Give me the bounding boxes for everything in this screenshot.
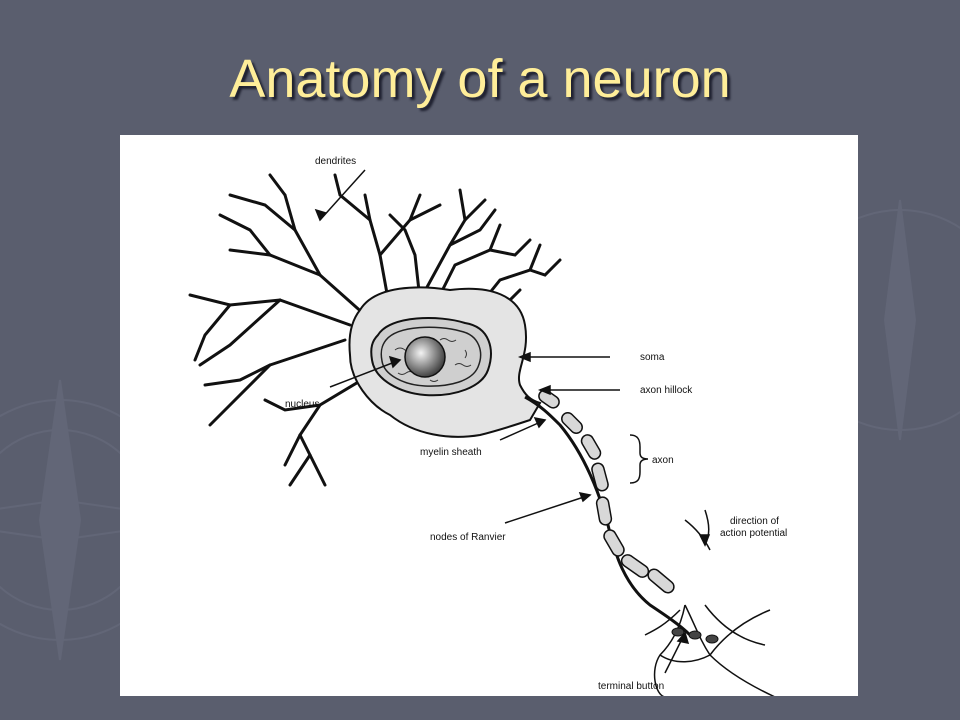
label-axon-hillock: axon hillock bbox=[640, 385, 693, 396]
label-nodes-of-ranvier: nodes of Ranvier bbox=[430, 532, 506, 543]
nucleus-region bbox=[370, 317, 492, 397]
neuron-diagram: dendrites soma axon hillock nucleus myel… bbox=[188, 156, 787, 696]
label-terminal-button: terminal button bbox=[598, 681, 664, 692]
slide-title: Anatomy of a neuron bbox=[229, 49, 731, 109]
myelin-sheath-segments bbox=[538, 389, 675, 594]
label-direction-line1: direction of bbox=[730, 516, 779, 527]
axon-brace bbox=[629, 434, 649, 484]
label-dendrites: dendrites bbox=[315, 156, 356, 167]
nucleus bbox=[404, 336, 446, 378]
label-myelin-sheath: myelin sheath bbox=[420, 447, 482, 458]
direction-arrow bbox=[684, 519, 711, 551]
neuron-diagram-panel: dendrites soma axon hillock nucleus myel… bbox=[120, 135, 858, 696]
terminal-buttons bbox=[671, 627, 719, 644]
label-direction-line2: action potential bbox=[720, 528, 787, 539]
label-axon: axon bbox=[652, 455, 674, 466]
axon-terminals bbox=[644, 604, 775, 696]
pointer-lines bbox=[314, 169, 711, 674]
dendrites bbox=[188, 173, 562, 487]
label-nucleus: nucleus bbox=[285, 399, 319, 410]
label-soma: soma bbox=[640, 352, 665, 363]
axon bbox=[524, 389, 692, 637]
